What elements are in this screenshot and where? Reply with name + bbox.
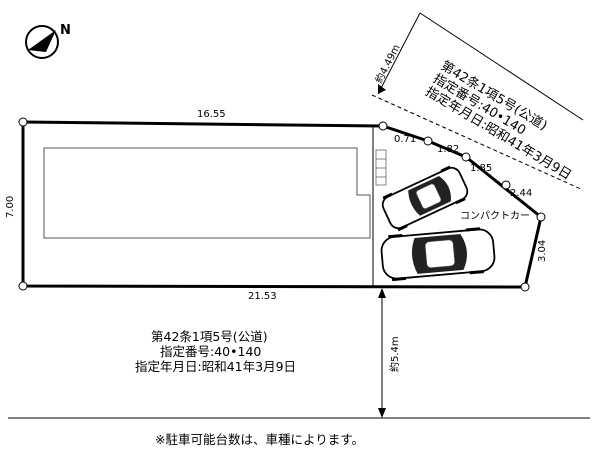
side-road-width-indicator <box>371 12 584 191</box>
side-road-width: 約4.49m <box>372 42 403 85</box>
dim-bottom: 21.53 <box>248 291 277 302</box>
front-road-line3: 指定年月日:昭和41年3月9日 <box>135 359 296 374</box>
dim-right: 3.04 <box>537 240 548 262</box>
compact-car-icon <box>381 165 469 232</box>
dim-slope-1: 0.71 <box>394 134 416 145</box>
vertex-marker <box>536 212 546 222</box>
front-road-line1: 第42条1項5号(公道) <box>151 329 268 344</box>
building-footprint <box>43 147 371 239</box>
front-road-info: 第42条1項5号(公道) 指定番号:40•140 指定年月日:昭和41年3月9日 <box>135 329 296 374</box>
compass-north-label: N <box>60 23 71 38</box>
vertex-marker <box>18 117 28 127</box>
compact-car-label: コンパクトカー <box>460 210 530 222</box>
dim-left: 7.00 <box>5 196 16 218</box>
compass: N <box>25 23 71 59</box>
vertex-marker <box>461 152 471 162</box>
vertex-marker <box>423 136 433 146</box>
front-road-line2: 指定番号:40•140 <box>160 344 261 359</box>
dim-slope-2: 1.82 <box>437 144 459 155</box>
vertex-marker <box>501 180 511 190</box>
vertex-marker <box>520 282 530 292</box>
dim-slope-3: 1.85 <box>470 163 492 174</box>
car-icon <box>380 227 496 282</box>
front-road-width-indicator <box>378 288 386 418</box>
vertex-marker <box>18 281 28 291</box>
entrance-steps <box>375 149 387 186</box>
side-road-info: 第42条1項5号(公道) 指定番号:40•140 指定年月日:昭和41年3月9日 <box>422 58 573 184</box>
front-road-width: 約5.4m <box>388 336 401 372</box>
compass-needle-icon <box>28 30 56 52</box>
boundary-markers <box>18 117 546 292</box>
vertex-marker <box>378 121 388 131</box>
dim-slope-4: 2.44 <box>510 188 532 199</box>
dim-top: 16.55 <box>197 109 226 120</box>
footnote: ※駐車可能台数は、車種によります。 <box>155 432 364 447</box>
